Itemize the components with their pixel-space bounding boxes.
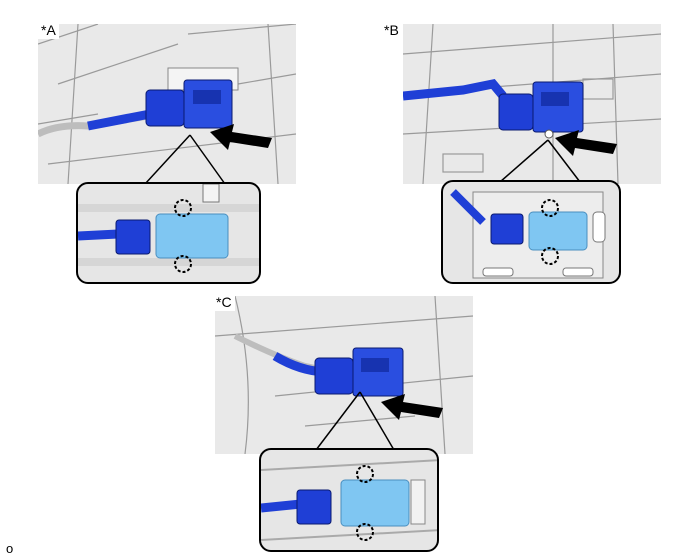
view-b-detail-drawing: [450, 189, 606, 279]
view-a-drawing: [38, 24, 296, 184]
view-c-detail-drawing: [261, 459, 437, 541]
figure-code: o: [6, 541, 14, 556]
view-c-drawing: [215, 296, 473, 454]
view-a-push-arrow-icon: [210, 124, 272, 150]
view-c-label: *C: [213, 294, 235, 311]
view-b-drawing: [403, 24, 661, 184]
view-b-panel: [403, 24, 661, 184]
view-a-detail-inset: [76, 182, 261, 284]
view-c-push-arrow-icon: [381, 394, 443, 420]
view-b-label: *B: [381, 22, 402, 39]
view-b-detail-inset: [441, 180, 621, 284]
view-a-label: *A: [38, 22, 59, 39]
view-a-panel: [38, 24, 296, 184]
view-a-detail-drawing: [78, 184, 259, 273]
view-c-detail-inset: [259, 448, 439, 552]
view-c-panel: [215, 296, 473, 454]
view-b-push-arrow-icon: [555, 130, 617, 156]
